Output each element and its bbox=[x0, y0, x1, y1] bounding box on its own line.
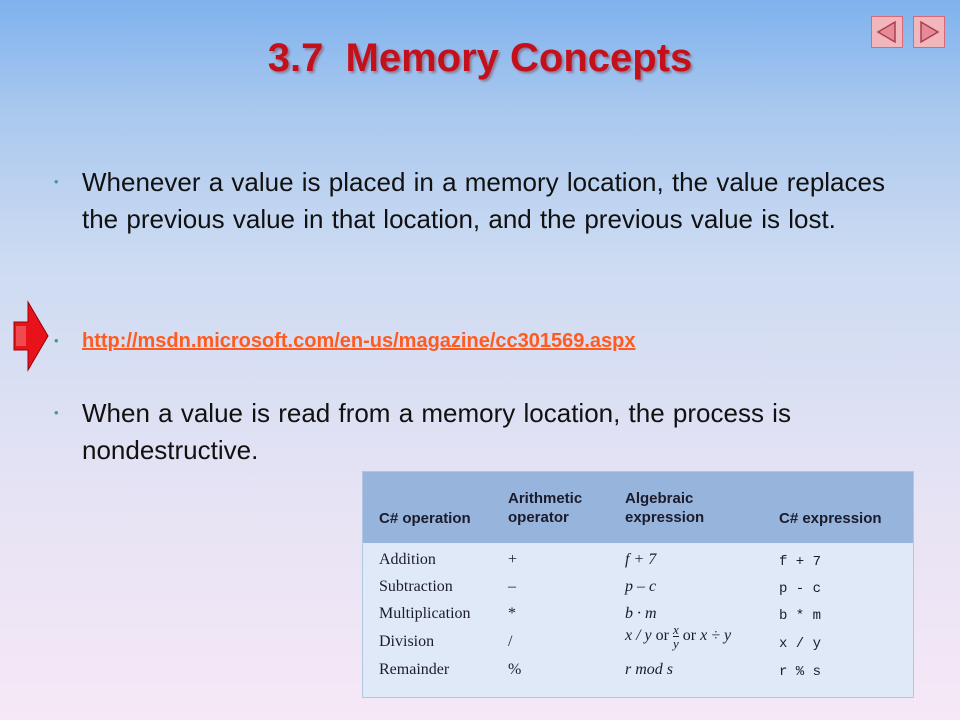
op-symbol: – bbox=[508, 578, 516, 595]
list-item: • Whenever a value is placed in a memory… bbox=[54, 164, 914, 238]
op-name: Multiplication bbox=[379, 605, 471, 622]
csharp-expr: p - c bbox=[779, 581, 822, 597]
msdn-link[interactable]: http://msdn.microsoft.com/en-us/magazine… bbox=[82, 330, 636, 352]
op-name: Remainder bbox=[379, 661, 450, 678]
operator-table: C# operation Arithmetic operator Algebra… bbox=[362, 471, 914, 698]
column-header-csharp-expression: C# expression bbox=[779, 510, 882, 527]
slide-title: 3.7 Memory Concepts bbox=[267, 36, 693, 80]
red-arrow-icon bbox=[13, 300, 49, 372]
csharp-expr: b * m bbox=[779, 608, 822, 624]
csharp-expr: r % s bbox=[779, 664, 822, 680]
op-symbol: + bbox=[508, 551, 518, 568]
column-header-operation: C# operation bbox=[379, 510, 471, 527]
op-symbol: * bbox=[508, 605, 516, 622]
csharp-expr: f + 7 bbox=[779, 554, 822, 570]
csharp-expr: x / y bbox=[779, 636, 822, 652]
fraction: x y bbox=[672, 622, 679, 651]
table-header: C# operation Arithmetic operator Algebra… bbox=[363, 472, 913, 543]
algebraic-expr: b · m bbox=[625, 605, 657, 622]
op-name: Addition bbox=[379, 551, 436, 568]
op-symbol: / bbox=[508, 633, 513, 650]
triangle-right-icon bbox=[920, 20, 940, 44]
bullet-dot: • bbox=[54, 174, 59, 189]
list-item: • http://msdn.microsoft.com/en-us/magazi… bbox=[54, 327, 636, 355]
op-symbol: % bbox=[508, 661, 522, 678]
next-slide-button[interactable] bbox=[913, 16, 945, 48]
bullet-dot: • bbox=[54, 405, 59, 420]
triangle-left-icon bbox=[876, 20, 896, 44]
algebraic-expr: f + 7 bbox=[625, 551, 657, 568]
algebraic-expr: x / y or x y or x ÷ y bbox=[625, 622, 732, 651]
bullet-text: When a value is read from a memory locat… bbox=[82, 398, 791, 465]
column-header-algebraic: Algebraic expression bbox=[625, 490, 705, 526]
bullet-dot: • bbox=[54, 333, 59, 348]
bullet-text: Whenever a value is placed in a memory l… bbox=[82, 167, 885, 234]
column-header-arithmetic: Arithmetic operator bbox=[508, 490, 583, 526]
op-name: Subtraction bbox=[379, 578, 453, 595]
prev-slide-button[interactable] bbox=[871, 16, 903, 48]
algebraic-expr: p – c bbox=[625, 578, 657, 595]
list-item: • When a value is read from a memory loc… bbox=[54, 395, 914, 469]
algebraic-expr: r mod s bbox=[625, 661, 674, 678]
op-name: Division bbox=[379, 633, 435, 650]
